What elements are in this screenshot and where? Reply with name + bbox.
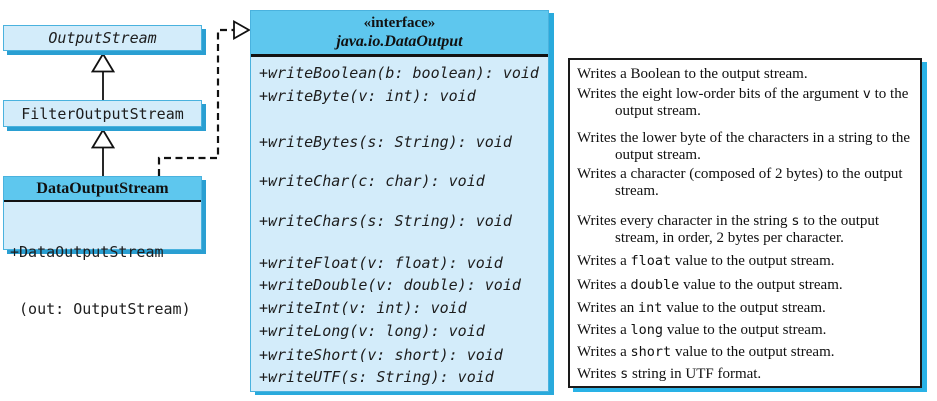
description-text: to the output stream. — [615, 86, 909, 119]
description-writeShort: Writes a short value to the output strea… — [577, 344, 915, 361]
description-code: long — [630, 322, 664, 338]
description-text: value to the output stream. — [662, 300, 826, 316]
description-text: Writes every character in the string — [577, 213, 792, 229]
description-text: value to the output stream. — [663, 322, 827, 338]
method-writeInt: +writeInt(v: int): void — [259, 299, 467, 317]
method-writeByte: +writeByte(v: int): void — [259, 87, 476, 105]
description-text: to the output stream, in order, 2 bytes … — [615, 213, 880, 246]
interface-header: «interface» java.io.DataOutput — [251, 11, 548, 57]
method-writeBytes: +writeBytes(s: String): void — [259, 133, 512, 151]
description-text: value to the output stream. — [679, 277, 843, 293]
constructor-line-1: +DataOutputStream — [10, 243, 164, 261]
constructor-line-2: (out: OutputStream) — [10, 300, 191, 318]
method-writeFloat: +writeFloat(v: float): void — [259, 254, 503, 272]
description-writeFloat: Writes a float value to the output strea… — [577, 253, 915, 270]
description-code: v — [862, 86, 871, 102]
description-text: string in UTF format. — [628, 366, 762, 382]
method-description-panel: Writes a Boolean to the output stream. W… — [568, 58, 922, 388]
description-text: Writes a — [577, 253, 631, 269]
description-code: int — [638, 300, 663, 316]
method-writeShort: +writeShort(v: short): void — [259, 346, 503, 364]
interface-stereotype: «interface» — [363, 15, 436, 31]
description-text: Writes the lower byte of the characters … — [577, 130, 911, 163]
method-writeChar: +writeChar(c: char): void — [259, 172, 485, 190]
description-code: s — [620, 366, 629, 382]
description-text: Writes — [577, 366, 621, 382]
description-code: s — [791, 213, 800, 229]
description-text: Writes a Boolean to the output stream. — [577, 66, 808, 82]
description-writeInt: Writes an int value to the output stream… — [577, 300, 915, 317]
description-text: value to the output stream. — [671, 344, 835, 360]
description-text: Writes a — [577, 277, 631, 293]
description-writeLong: Writes a long value to the output stream… — [577, 322, 915, 339]
class-name-filteroutputstream: FilterOutputStream — [21, 104, 184, 123]
description-writeByte: Writes the eight low-order bits of the a… — [577, 86, 915, 120]
method-writeChars: +writeChars(s: String): void — [259, 212, 512, 230]
description-text: Writes a — [577, 344, 631, 360]
description-writeBytes: Writes the lower byte of the characters … — [577, 130, 915, 164]
class-box-outputstream: OutputStream — [3, 25, 202, 51]
class-name-dataoutputstream: DataOutputStream — [4, 177, 201, 202]
description-writeChar: Writes a character (composed of 2 bytes)… — [577, 166, 915, 200]
class-box-dataoutputstream: DataOutputStream +DataOutputStream (out:… — [3, 176, 202, 318]
class-members-dataoutputstream: +DataOutputStream (out: OutputStream) — [4, 202, 201, 357]
description-writeBoolean: Writes a Boolean to the output stream. — [577, 66, 915, 83]
description-code: float — [630, 253, 672, 269]
description-text: Writes the eight low-order bits of the a… — [577, 86, 863, 102]
method-writeBoolean: +writeBoolean(b: boolean): void — [259, 64, 539, 82]
description-writeChars: Writes every character in the string s t… — [577, 213, 915, 247]
method-writeLong: +writeLong(v: long): void — [259, 322, 485, 340]
description-text: Writes a — [577, 322, 631, 338]
class-name-outputstream: OutputStream — [48, 29, 157, 47]
generalization-arrow-filter-to-output — [90, 52, 116, 100]
description-text: Writes a character (composed of 2 bytes)… — [577, 166, 903, 199]
class-box-filteroutputstream: FilterOutputStream — [3, 100, 202, 127]
description-writeUTF: Writes s string in UTF format. — [577, 366, 915, 383]
interface-name: java.io.DataOutput — [336, 33, 463, 50]
method-writeUTF: +writeUTF(s: String): void — [259, 368, 494, 386]
description-writeDouble: Writes a double value to the output stre… — [577, 277, 915, 294]
interface-box-dataoutput: «interface» java.io.DataOutput +writeBoo… — [250, 10, 549, 392]
description-text: Writes an — [577, 300, 639, 316]
method-writeDouble: +writeDouble(v: double): void — [259, 276, 521, 294]
generalization-arrow-data-to-filter — [90, 128, 116, 176]
description-text: value to the output stream. — [671, 253, 835, 269]
description-code: short — [630, 344, 672, 360]
description-code: double — [630, 277, 680, 293]
